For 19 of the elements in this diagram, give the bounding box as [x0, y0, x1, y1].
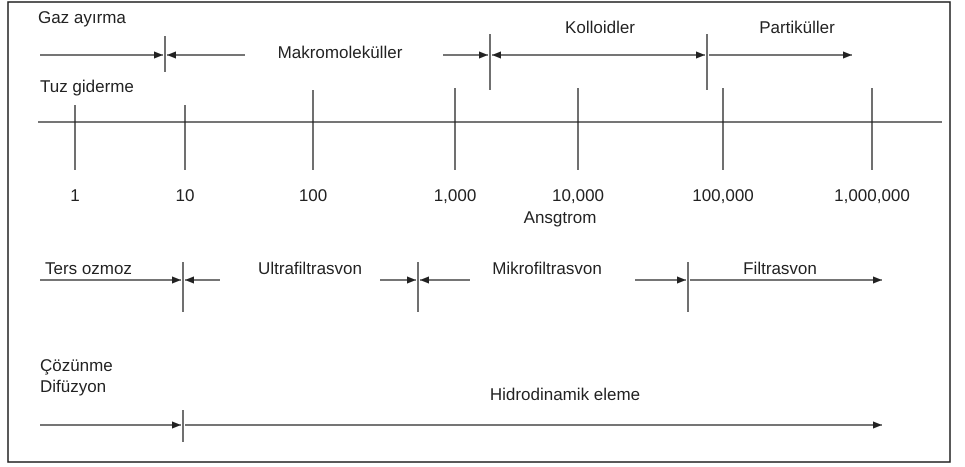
tick-value: 1,000,000 — [834, 186, 910, 206]
range-label: Kolloidler — [565, 18, 635, 38]
range-label: Partiküller — [759, 18, 835, 38]
range-label: Ters ozmoz — [45, 259, 132, 279]
range-label: Hidrodinamik eleme — [490, 385, 640, 405]
tick-value: 10,000 — [552, 186, 604, 206]
range-label: Mikrofiltrasvon — [492, 259, 602, 279]
range-label: Çözünme Difüzyon — [40, 355, 114, 397]
tick-value: 1,000 — [434, 186, 476, 206]
range-label: Tuz giderme — [40, 77, 134, 97]
tick-value: 100 — [298, 186, 328, 206]
tick-value: 10 — [176, 186, 194, 206]
range-label: Ultrafiltrasvon — [258, 259, 362, 279]
range-label: Makromoleküller — [278, 43, 402, 63]
range-label: Filtrasvon — [743, 259, 817, 279]
tick-value: 1 — [70, 186, 80, 206]
tick-value: 100,000 — [692, 186, 754, 206]
range-label: Gaz ayırma — [38, 8, 126, 28]
axis-title: Ansgtrom — [524, 208, 596, 228]
